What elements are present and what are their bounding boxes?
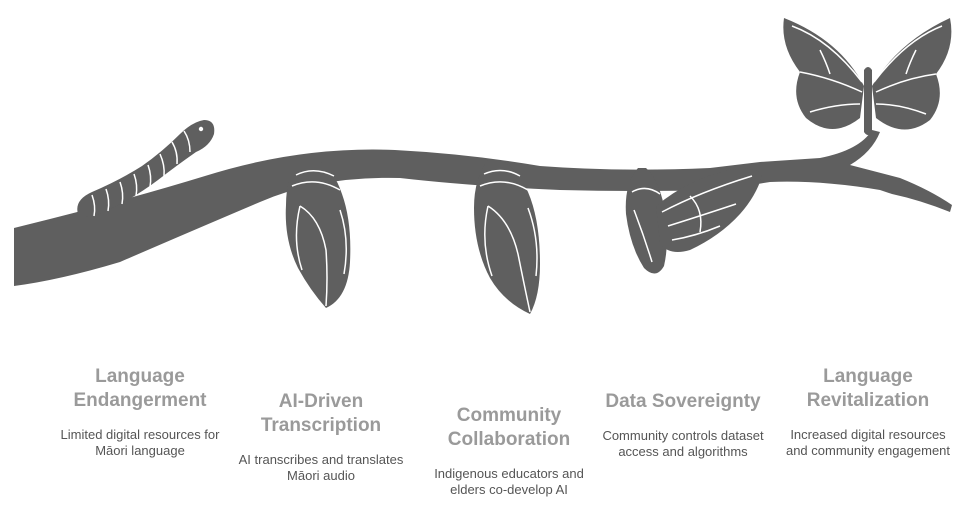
stage-description: Community controls dataset access and al… (602, 428, 764, 459)
stage-community-collaboration: Community Collaboration Indigenous educa… (424, 404, 594, 498)
butterfly-icon (783, 18, 952, 135)
stage-data-sovereignty: Data Sovereignty Community controls data… (598, 390, 768, 460)
stage-description: AI transcribes and translates Māori audi… (238, 452, 404, 483)
stage-title: AI-Driven Transcription (260, 391, 382, 436)
emerging-butterfly-icon (625, 168, 762, 274)
stage-language-revitalization: Language Revitalization Increased digita… (783, 365, 953, 459)
stage-language-endangerment: Language Endangerment Limited digital re… (55, 365, 225, 459)
branch (14, 130, 952, 286)
stage-ai-driven-transcription: AI-Driven Transcription AI transcribes a… (236, 390, 406, 484)
stage-title: Language Endangerment (73, 366, 207, 411)
chrysalis-icon (285, 160, 351, 308)
stage-description: Limited digital resources for Māori lang… (60, 427, 220, 458)
caterpillar-icon (77, 120, 215, 217)
stage-title: Language Revitalization (806, 366, 930, 411)
stage-title: Data Sovereignty (605, 391, 761, 412)
chrysalis-icon (474, 160, 540, 314)
stage-title: Community Collaboration (447, 405, 571, 450)
stage-description: Increased digital resources and communit… (785, 427, 951, 458)
stage-description: Indigenous educators and elders co-devel… (434, 466, 584, 497)
